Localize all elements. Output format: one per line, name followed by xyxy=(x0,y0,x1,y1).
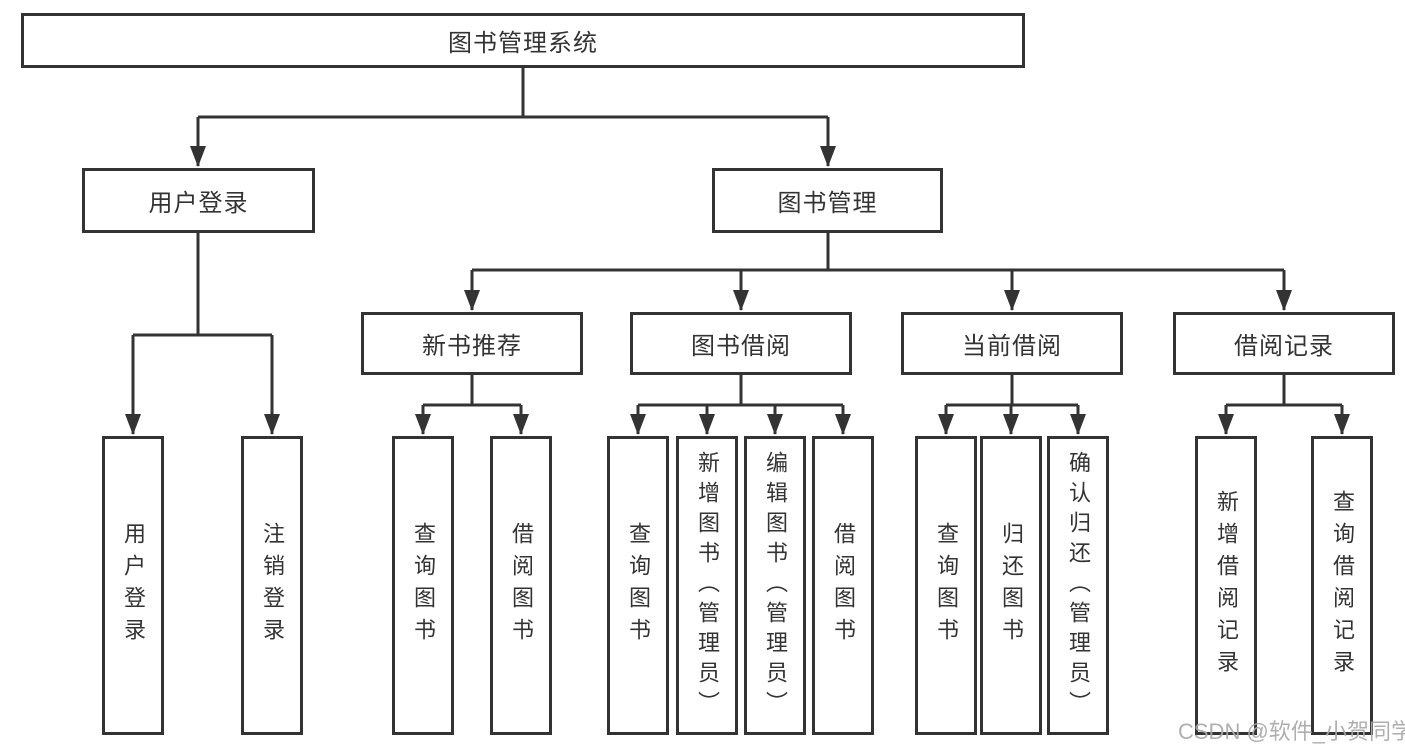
leaf-confirm-return-admin: 确认归还（管理员） xyxy=(1047,436,1109,735)
node-borrowing-records: 借阅记录 xyxy=(1173,312,1395,375)
leaf-query-book-1: 查询图书 xyxy=(392,436,454,735)
leaf-query-book-3: 查询图书 xyxy=(915,436,977,735)
node-root-system: 图书管理系统 xyxy=(21,13,1025,68)
connector-trunks xyxy=(133,68,1342,407)
leaf-return-book: 归还图书 xyxy=(980,436,1042,735)
node-book-management: 图书管理 xyxy=(712,168,943,233)
leaf-query-borrow-record: 查询借阅记录 xyxy=(1311,436,1373,735)
leaf-add-book-admin: 新增图书（管理员） xyxy=(676,436,738,735)
leaf-query-book-2: 查询图书 xyxy=(607,436,669,735)
leaf-logout: 注销登录 xyxy=(241,436,303,735)
node-user-login: 用户登录 xyxy=(82,168,315,233)
leaf-borrow-book-2: 借阅图书 xyxy=(812,436,874,735)
leaf-user-login: 用户登录 xyxy=(102,436,164,735)
node-new-book-recommend: 新书推荐 xyxy=(361,312,583,375)
node-book-borrowing: 图书借阅 xyxy=(630,312,852,375)
leaf-edit-book-admin: 编辑图书（管理员） xyxy=(744,436,806,735)
node-current-borrowing: 当前借阅 xyxy=(901,312,1123,375)
csdn-watermark: CSDN @软件_小贺同学 xyxy=(1178,719,1405,744)
leaf-borrow-book-1: 借阅图书 xyxy=(490,436,552,735)
leaf-add-borrow-record: 新增借阅记录 xyxy=(1195,436,1257,735)
